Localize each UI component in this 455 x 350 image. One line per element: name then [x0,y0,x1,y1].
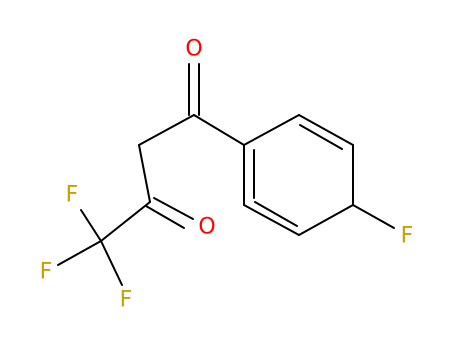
bond-cf3-f2 [57,240,102,266]
ring-bond-1 [243,114,300,146]
ring-bond-4 [298,204,354,236]
bond-c3-cf3 [100,201,151,242]
bond-ch2-c3 [138,144,151,203]
ring-bond-2 [298,114,354,146]
ring-inner-bond-bottom [254,201,298,227]
ring-bond-5 [243,204,300,236]
bond-c1-ring [193,114,245,146]
bond-cf3-f3 [100,240,123,286]
bond-carbonyl-lower-a [145,205,185,229]
atom-oxygen-lower: O [198,215,215,240]
bond-c1-ch2 [138,114,195,146]
atom-labels: O O F F F F [40,37,414,313]
bond-layer [57,63,395,286]
bond-ring-f [352,204,395,229]
atom-fluorine-1: F [66,183,79,208]
atom-fluorine-3: F [120,288,133,313]
atom-oxygen-top: O [185,37,202,62]
bond-cf3-f1 [80,209,102,242]
bond-carbonyl-lower-b [153,197,194,220]
atom-fluorine-ring: F [401,224,414,249]
ring-inner-bond-top [299,124,343,150]
atom-fluorine-2: F [40,260,53,285]
